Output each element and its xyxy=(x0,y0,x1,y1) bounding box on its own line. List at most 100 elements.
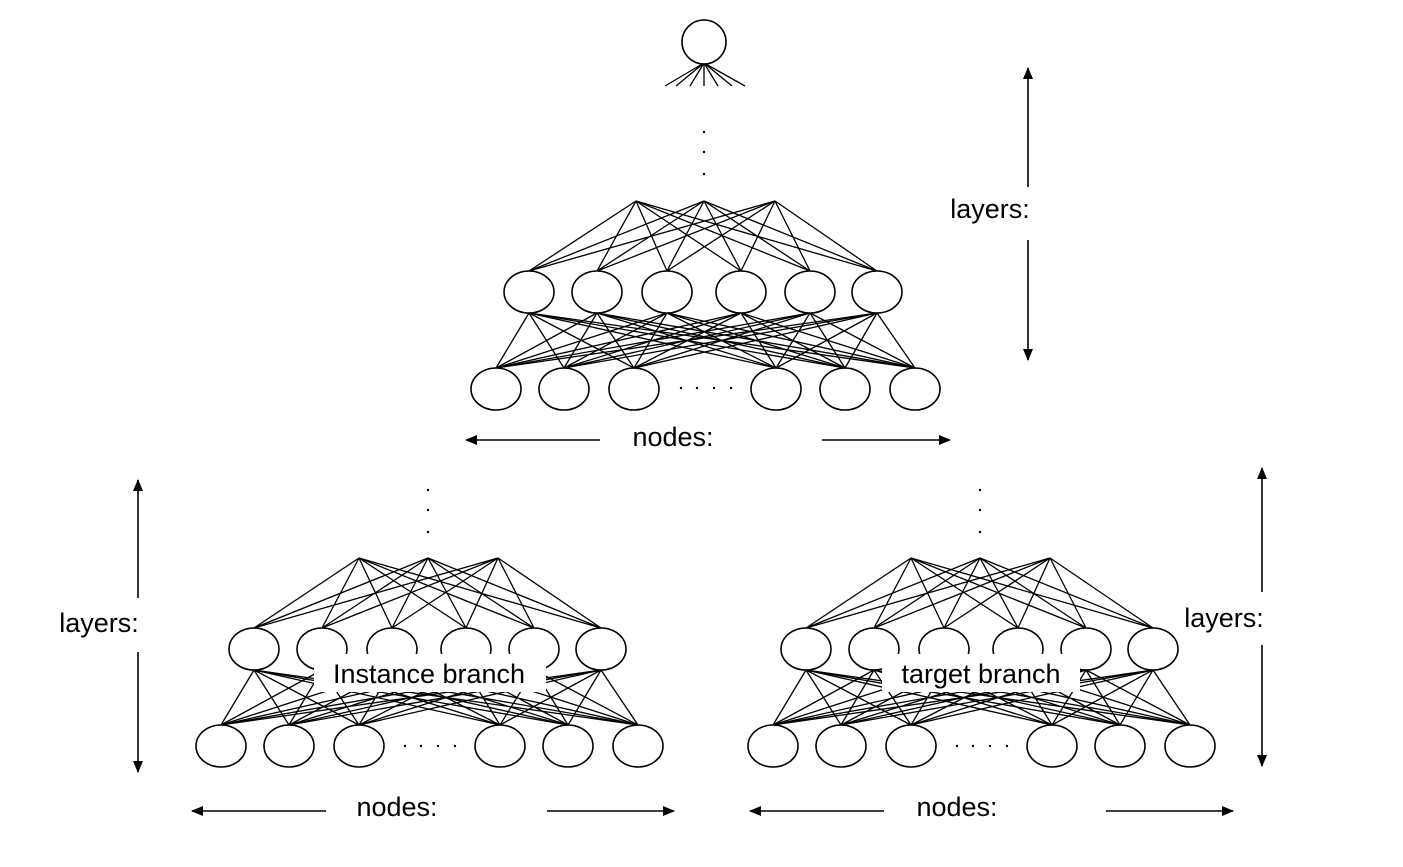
instance-nodes-arrow: nodes: xyxy=(191,792,675,822)
top-input-node xyxy=(889,367,941,411)
instance-input-ellipsis xyxy=(403,744,457,748)
top-edge xyxy=(495,312,878,369)
top-input-node xyxy=(819,367,871,411)
top-edge xyxy=(666,200,776,272)
top-hidden-node xyxy=(503,270,555,314)
instance-edge xyxy=(567,669,602,726)
target-edge xyxy=(979,557,1019,629)
target-layers-arrow: layers: xyxy=(1184,467,1267,767)
target-input-node xyxy=(1094,724,1146,768)
instance-edge xyxy=(600,669,639,726)
top-edge xyxy=(528,200,705,272)
target-input-node xyxy=(1164,724,1216,768)
instance-input-node xyxy=(333,724,385,768)
target-edge xyxy=(805,557,1051,629)
top-edge xyxy=(635,200,742,272)
instance-edge xyxy=(288,669,602,726)
top-hidden-node xyxy=(851,270,903,314)
instance-edge xyxy=(358,669,602,726)
top-edge xyxy=(666,312,916,369)
instance-edge xyxy=(220,669,323,726)
instance-input-node xyxy=(195,724,247,768)
top-nodes-label: nodes: xyxy=(632,422,713,452)
target-edge xyxy=(910,669,1154,726)
instance-input-node xyxy=(263,724,315,768)
instance-network-nodes xyxy=(195,627,664,768)
instance-edge xyxy=(253,557,499,629)
target-edge xyxy=(840,669,1154,726)
target-edge xyxy=(772,669,1154,726)
instance-input-node xyxy=(612,724,664,768)
instance-input-node xyxy=(542,724,594,768)
target-input-node xyxy=(747,724,799,768)
instance-hidden-node xyxy=(228,627,280,671)
target-hidden-node xyxy=(1127,627,1179,671)
target-branch-label-box: target branch xyxy=(882,654,1080,692)
top-edge xyxy=(495,312,668,369)
top-edge xyxy=(876,312,916,369)
top-input-node xyxy=(470,367,522,411)
top-edge xyxy=(495,312,811,369)
target-nodes-label: nodes: xyxy=(916,792,997,822)
target-branch-label: target branch xyxy=(901,659,1060,689)
output-node xyxy=(664,19,746,87)
top-edge xyxy=(495,312,530,369)
target-edge xyxy=(805,557,981,629)
top-layers-label: layers: xyxy=(950,194,1030,224)
target-edge xyxy=(772,669,875,726)
instance-nodes-label: nodes: xyxy=(356,792,437,822)
instance-input-node xyxy=(474,724,526,768)
instance-edge xyxy=(253,557,360,629)
top-edge xyxy=(775,312,878,369)
target-network-edges xyxy=(772,557,1191,726)
top-hidden-node xyxy=(784,270,836,314)
instance-edge xyxy=(220,669,255,726)
top-network-nodes xyxy=(470,270,941,411)
top-edge xyxy=(774,200,811,272)
target-layers-label: layers: xyxy=(1184,603,1264,633)
target-branch-network: target branch layers: nodes: xyxy=(747,467,1267,822)
instance-edge xyxy=(499,669,602,726)
instance-edge xyxy=(497,557,602,629)
instance-layers-label: layers: xyxy=(59,608,139,638)
target-edge xyxy=(1119,669,1154,726)
instance-edge xyxy=(497,557,535,629)
instance-branch-network: Instance branch layers: nodes: xyxy=(59,479,675,822)
top-network-edges xyxy=(495,200,916,369)
top-edge xyxy=(495,312,598,369)
top-hidden-node xyxy=(571,270,623,314)
top-hidden-node xyxy=(715,270,767,314)
instance-branch-label-box: Instance branch xyxy=(314,654,546,692)
top-input-ellipsis xyxy=(679,386,733,390)
target-edge xyxy=(943,557,1051,629)
target-edge xyxy=(979,557,1087,629)
top-edge xyxy=(596,200,776,272)
target-input-node xyxy=(815,724,867,768)
top-edge xyxy=(775,312,811,369)
top-layers-arrow: layers: xyxy=(950,67,1033,361)
target-edge xyxy=(1152,669,1191,726)
target-input-node xyxy=(1026,724,1078,768)
target-input-node xyxy=(885,724,937,768)
top-edge xyxy=(740,312,777,369)
top-hidden-node xyxy=(641,270,693,314)
instance-edge xyxy=(358,557,467,629)
top-vertical-ellipsis xyxy=(702,130,706,176)
top-edge xyxy=(495,312,742,369)
instance-edge xyxy=(321,557,499,629)
instance-network-edges xyxy=(220,557,639,726)
top-nodes-arrow: nodes: xyxy=(465,422,951,452)
instance-vertical-ellipsis xyxy=(426,488,430,534)
top-edge xyxy=(703,200,811,272)
target-network-nodes xyxy=(747,627,1216,768)
instance-layers-arrow: layers: xyxy=(59,479,143,773)
target-nodes-arrow: nodes: xyxy=(749,792,1234,822)
top-input-node xyxy=(608,367,660,411)
top-input-node xyxy=(750,367,802,411)
target-edge xyxy=(772,669,807,726)
instance-edge xyxy=(427,557,467,629)
target-edge xyxy=(1049,557,1087,629)
target-edge xyxy=(805,557,912,629)
top-network: layers: nodes: xyxy=(465,19,1033,452)
